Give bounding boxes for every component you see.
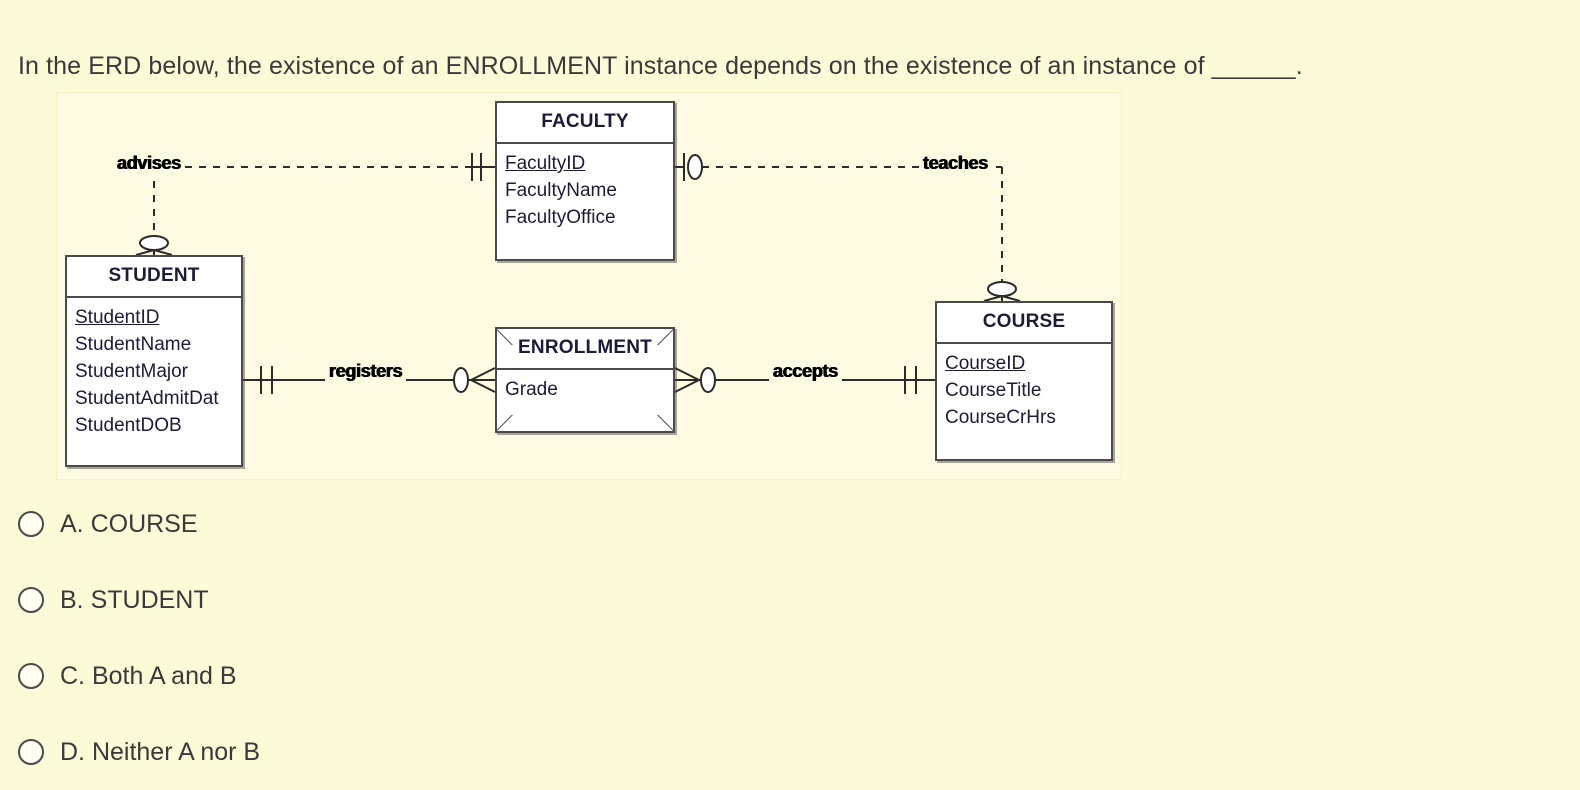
attribute-studentmajor: StudentMajor [75,361,189,382]
attribute-studentadmitdat: StudentAdmitDat [75,388,219,409]
relationship-label-advises: advises [113,153,185,174]
option-label-b: B. STUDENT [60,585,209,614]
attribute-facultyname: FacultyName [505,180,617,201]
relationship-label-teaches: teaches [919,153,992,174]
option-label-a: A. COURSE [60,509,198,538]
relationship-label-accepts: accepts [769,361,842,382]
question-prompt: In the ERD below, the existence of an EN… [18,52,1303,80]
option-row-c[interactable]: C. Both A and B [18,638,718,714]
radio-button-a[interactable] [18,511,44,537]
entity-student-attributes: StudentID StudentName StudentMajor Stude… [67,298,241,447]
attribute-courseid: CourseID [945,353,1026,374]
entity-course-attributes: CourseID CourseTitle CourseCrHrs [937,344,1111,439]
attribute-coursecrhrs: CourseCrHrs [945,407,1056,428]
entity-enrollment-title: ENROLLMENT [497,329,673,370]
entity-faculty-title: FACULTY [497,103,673,144]
entity-student-title: STUDENT [67,257,241,298]
attribute-studentname: StudentName [75,334,192,355]
attribute-studentdob: StudentDOB [75,415,182,436]
weak-entity-corner-icon [497,415,513,431]
option-row-d[interactable]: D. Neither A nor B [18,714,718,790]
relationship-label-registers: registers [325,361,407,382]
entity-enrollment[interactable]: ENROLLMENT Grade [495,327,675,433]
erd-connector-lines [135,153,1021,394]
attribute-studentid: StudentID [75,307,160,328]
entity-enrollment-attributes: Grade [497,370,673,411]
attribute-coursetitle: CourseTitle [945,380,1042,401]
erd-diagram: FACULTY FacultyID FacultyName FacultyOff… [56,92,1122,480]
entity-faculty[interactable]: FACULTY FacultyID FacultyName FacultyOff… [495,101,675,261]
entity-student[interactable]: STUDENT StudentID StudentName StudentMaj… [65,255,243,467]
radio-button-c[interactable] [18,663,44,689]
option-label-d: D. Neither A nor B [60,737,261,766]
attribute-facultyid: FacultyID [505,153,586,174]
radio-button-d[interactable] [18,739,44,765]
option-row-a[interactable]: A. COURSE [18,486,718,562]
entity-faculty-attributes: FacultyID FacultyName FacultyOffice [497,144,673,239]
answer-options-list: A. COURSE B. STUDENT C. Both A and B D. … [18,486,718,790]
radio-button-b[interactable] [18,587,44,613]
option-label-c: C. Both A and B [60,661,237,690]
entity-course-title: COURSE [937,303,1111,344]
attribute-facultyoffice: FacultyOffice [505,207,616,228]
entity-course[interactable]: COURSE CourseID CourseTitle CourseCrHrs [935,301,1113,461]
attribute-grade: Grade [505,379,558,400]
option-row-b[interactable]: B. STUDENT [18,562,718,638]
weak-entity-corner-icon [657,415,673,431]
